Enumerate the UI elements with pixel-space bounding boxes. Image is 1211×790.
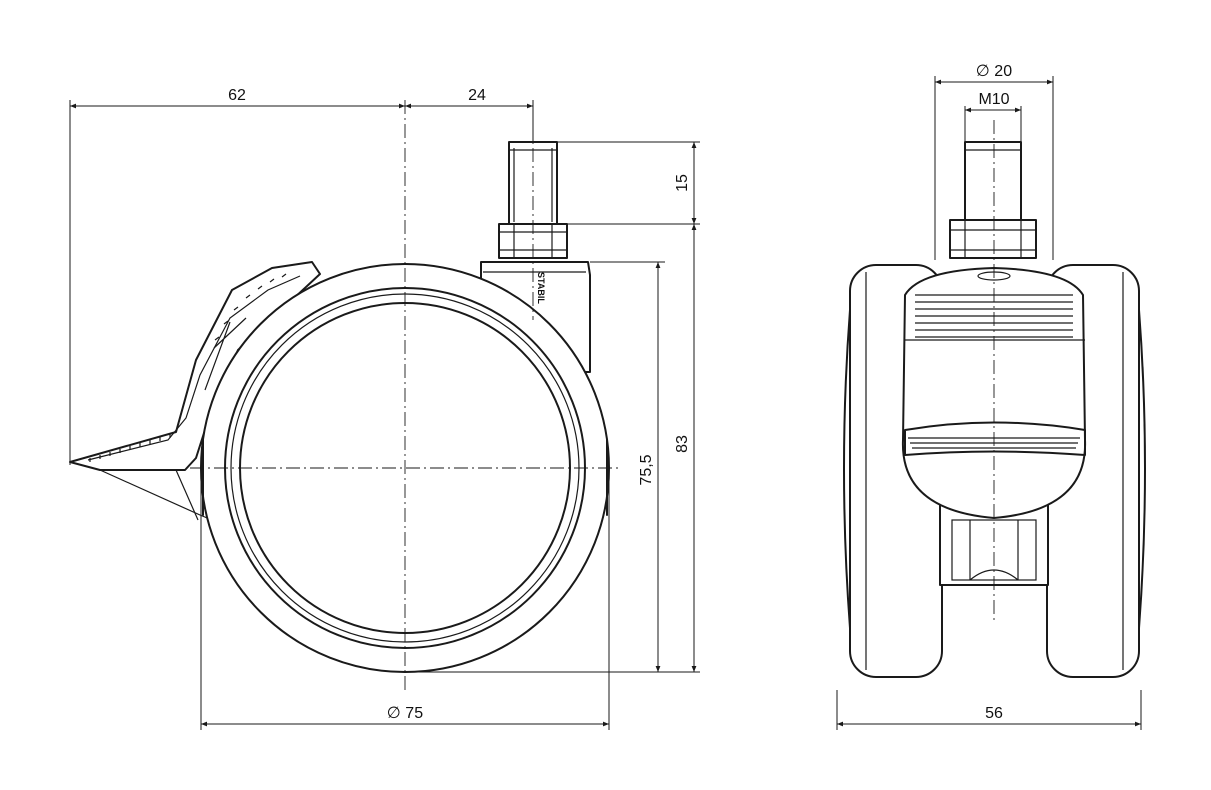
side-stem bbox=[949, 141, 1037, 259]
front-dimensions: 62 24 15 83 75,5 ∅ 75 bbox=[69, 87, 700, 730]
housing-logo: STABIL bbox=[536, 272, 546, 304]
dim-15: 15 bbox=[674, 174, 691, 192]
side-dimensions: ∅ 20 M10 56 bbox=[836, 63, 1142, 730]
dim-83: 83 bbox=[674, 435, 691, 453]
dim-75-5: 75,5 bbox=[638, 454, 655, 485]
dim-m10: M10 bbox=[978, 91, 1009, 108]
dim-56: 56 bbox=[985, 705, 1003, 722]
dim-diameter-75: ∅ 75 bbox=[387, 705, 423, 722]
dim-24: 24 bbox=[468, 87, 486, 104]
front-view: STABIL bbox=[69, 100, 620, 690]
side-view bbox=[843, 120, 1146, 678]
dim-diameter-20: ∅ 20 bbox=[976, 63, 1012, 80]
dim-62: 62 bbox=[228, 87, 246, 104]
